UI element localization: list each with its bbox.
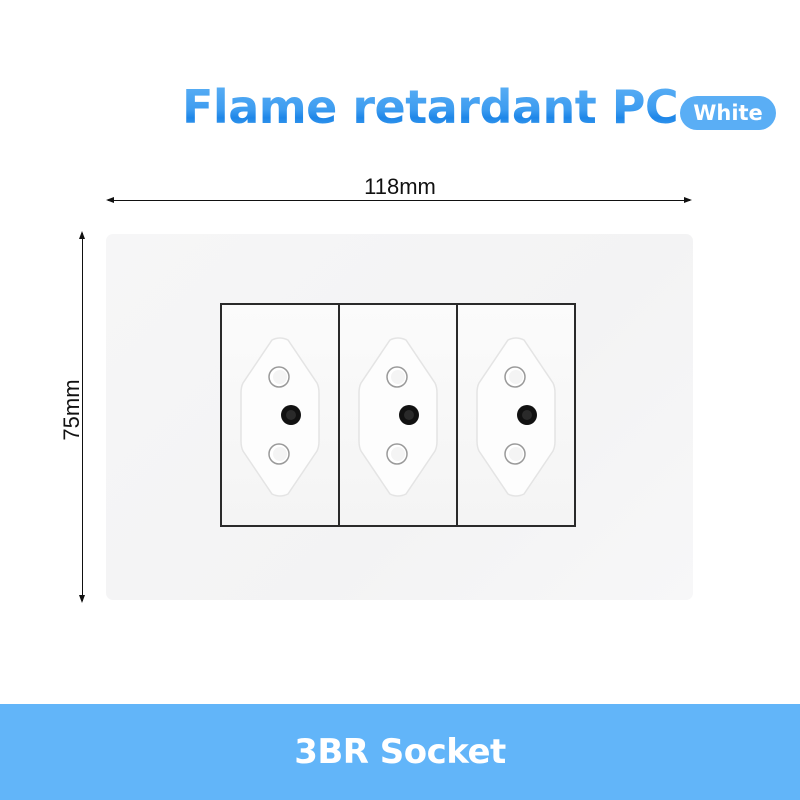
outlet-icon	[475, 337, 557, 497]
outlet-icon	[357, 337, 439, 497]
socket-module-3	[458, 305, 574, 525]
socket-module-2	[340, 305, 458, 525]
width-dimension-arrow-icon	[106, 197, 692, 203]
height-dimension-arrow-icon	[79, 231, 85, 603]
product-title: Flame retardant PC	[182, 80, 679, 134]
socket-module-1	[222, 305, 340, 525]
product-name-label: 3BR Socket	[294, 732, 506, 772]
outlet-icon	[239, 337, 321, 497]
height-dimension-label: 75mm	[59, 379, 84, 441]
color-badge: White	[680, 96, 776, 130]
footer-banner: 3BR Socket	[0, 704, 800, 800]
width-dimension-label: 118mm	[364, 174, 436, 199]
socket-frame	[220, 303, 576, 527]
